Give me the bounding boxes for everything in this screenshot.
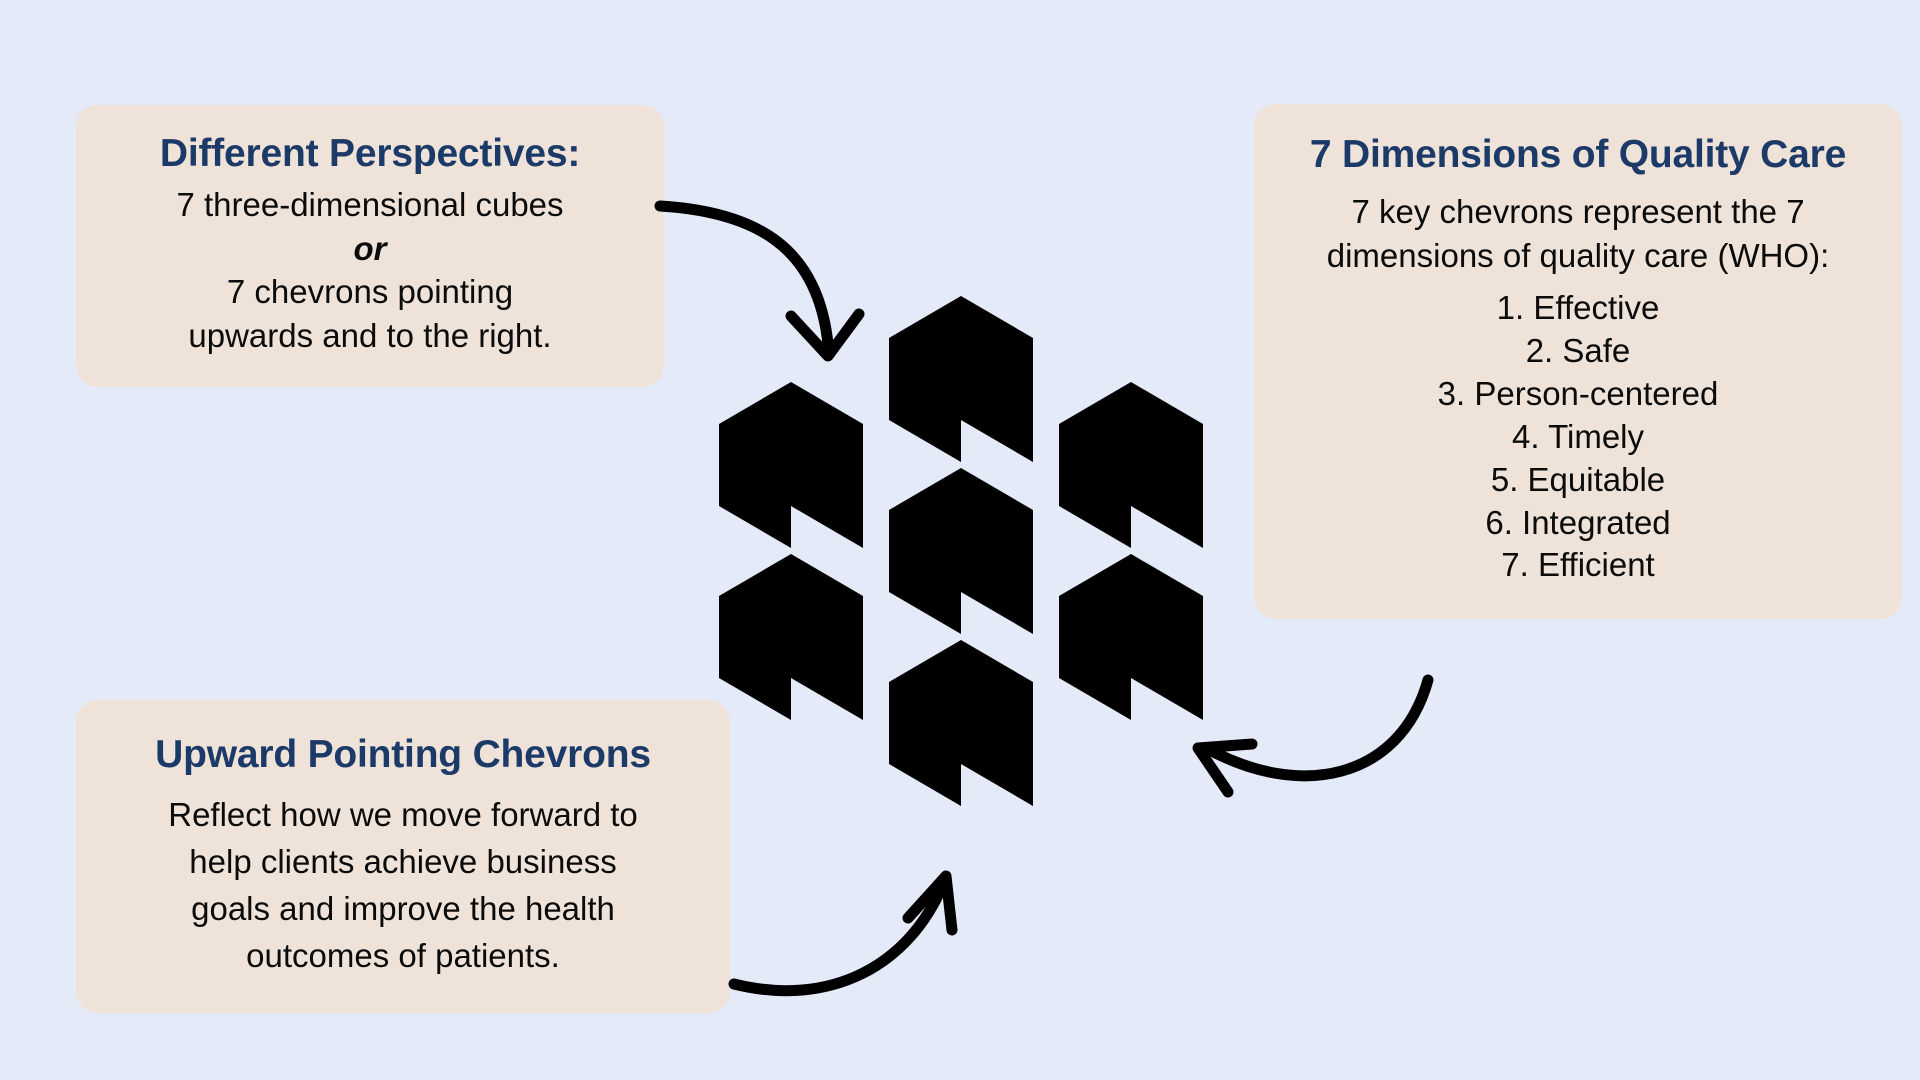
card-chevrons-title: Upward Pointing Chevrons (155, 733, 651, 776)
chevron-6 (1059, 554, 1203, 720)
chevron-4 (889, 468, 1033, 634)
arrow-dimensions-to-logo (1192, 674, 1434, 798)
card-chevrons-line-4: outcomes of patients. (246, 936, 560, 974)
list-item: 7. Efficient (1501, 546, 1655, 584)
card-dimensions-line-2: dimensions of quality care (WHO): (1326, 236, 1830, 274)
list-item: 2. Safe (1525, 332, 1631, 369)
card-dimensions-title: 7 Dimensions of Quality Care (1309, 133, 1847, 176)
arrow-chevrons-to-logo (728, 870, 958, 997)
dimensions-list: 1. Effective 2. Safe 3. Person-centered … (1280, 287, 1876, 587)
card-dimensions-line-1: 7 key chevrons represent the 7 (1351, 193, 1805, 231)
card-seven-dimensions: 7 Dimensions of Quality Care 7 key chevr… (1254, 104, 1902, 620)
card-perspectives-title: Different Perspectives: (159, 132, 581, 175)
card-perspectives-line-or: or (353, 229, 387, 267)
chevron-5 (719, 554, 863, 720)
chevron-3 (1059, 382, 1203, 548)
card-different-perspectives: Different Perspectives: 7 three-dimensio… (76, 105, 664, 388)
seven-chevron-logo (700, 270, 1230, 870)
card-chevrons-line-1: Reflect how we move forward to (168, 796, 638, 834)
chevron-7 (889, 640, 1033, 806)
card-perspectives-line-3: 7 chevrons pointing (226, 273, 514, 311)
card-upward-pointing-chevrons: Upward Pointing Chevrons Reflect how we … (76, 700, 730, 1014)
list-item: 3. Person-centered (1437, 374, 1719, 412)
list-item: 5. Equitable (1490, 460, 1666, 498)
card-chevrons-line-2: help clients achieve business (189, 842, 617, 880)
list-item: 6. Integrated (1485, 503, 1671, 541)
list-item: 1. Effective (1496, 289, 1660, 327)
list-item: 4. Timely (1511, 417, 1645, 455)
card-perspectives-line-4: upwards and to the right. (188, 316, 552, 354)
card-perspectives-line-1: 7 three-dimensional cubes (176, 186, 564, 224)
chevron-1 (889, 296, 1033, 462)
chevron-2 (719, 382, 863, 548)
card-chevrons-line-3: goals and improve the health (191, 889, 615, 927)
